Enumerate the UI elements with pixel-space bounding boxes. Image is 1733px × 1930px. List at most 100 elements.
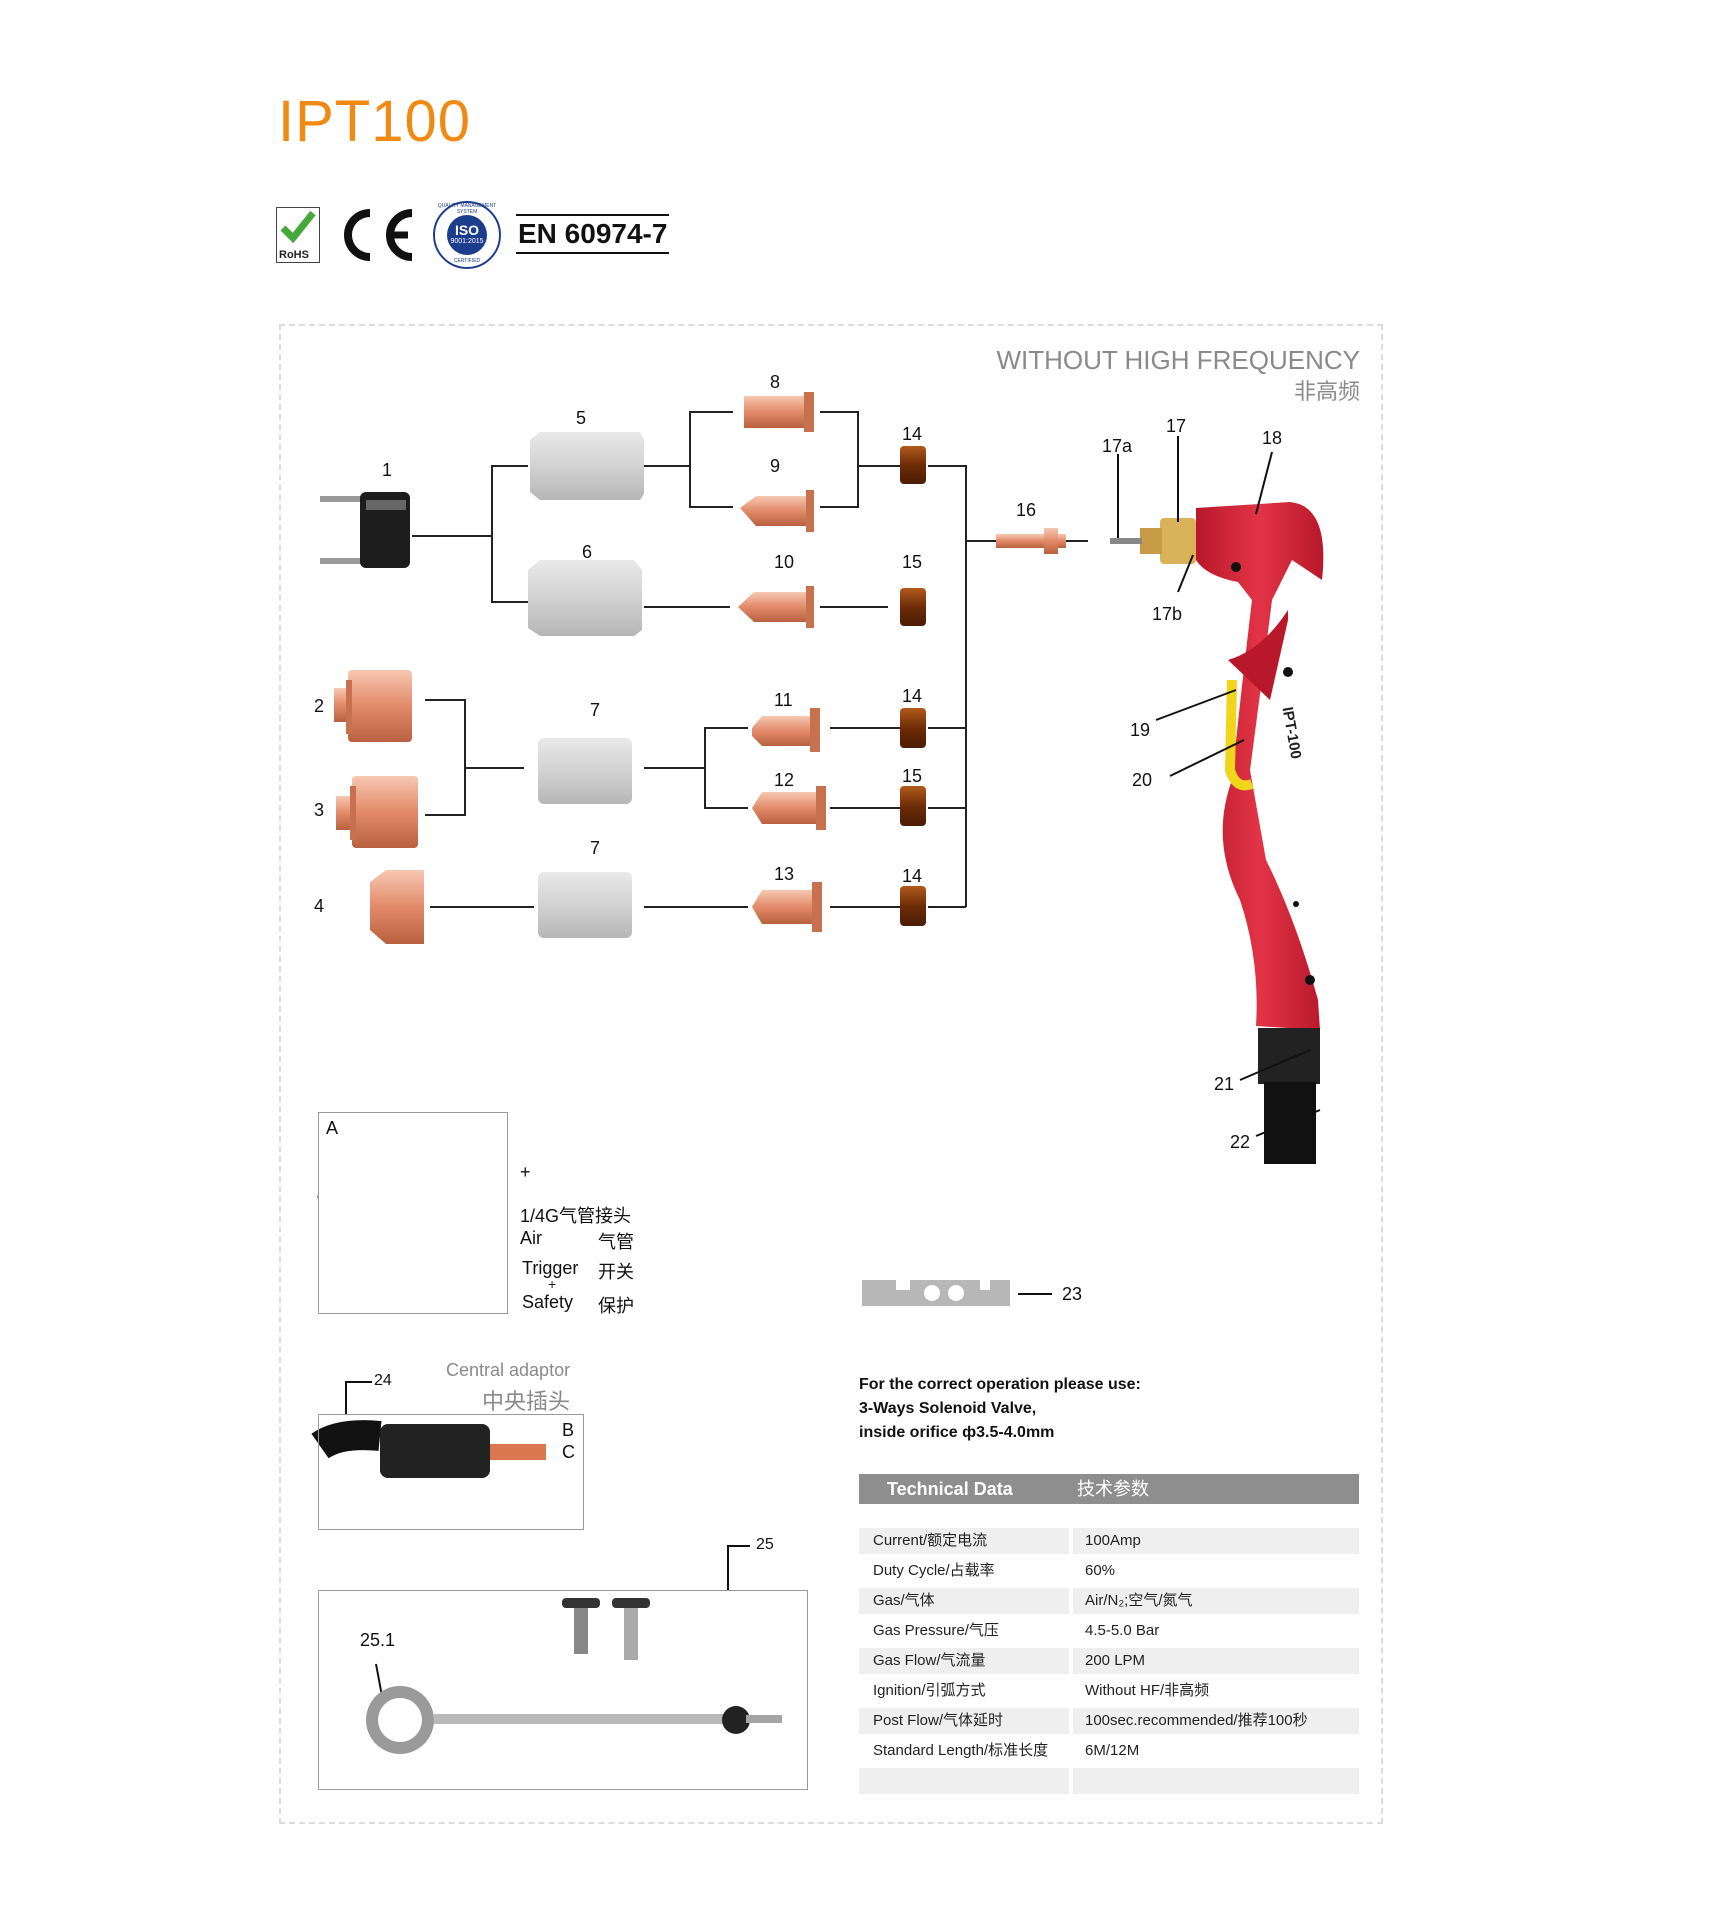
label-part-19: 19 [1130, 720, 1151, 740]
electrode-16 [996, 528, 1066, 554]
table-row: Gas/气体 Air/N₂;空气/氮气 [859, 1588, 1359, 1614]
technical-data-header: Technical Data 技术参数 [859, 1474, 1359, 1504]
row-value: 100Amp [1073, 1528, 1359, 1554]
checkmark-icon [280, 210, 316, 244]
swirl-ring-15a [900, 588, 926, 626]
iso-seal-icon [433, 201, 501, 269]
label-part-6: 6 [582, 542, 593, 562]
note-line-1: For the correct operation please use: [859, 1376, 1141, 1393]
technical-data-title-cn: 技术参数 [1077, 1479, 1149, 1499]
adaptor-c-label: C [562, 1442, 575, 1462]
label-part-22: 22 [1230, 1132, 1251, 1152]
leader-lines [345, 436, 1321, 1697]
label-part-3: 3 [314, 800, 325, 820]
iso-ring-text: QUALITY MANAGEMENT SYSTEM [437, 203, 497, 215]
label-part-13: 13 [774, 864, 795, 884]
copper-shield-2 [334, 670, 412, 742]
page-title: IPT100 [278, 89, 471, 154]
label-part-16: 16 [1016, 500, 1037, 520]
label-part-7b: 7 [590, 838, 601, 858]
plus-label: + [548, 1276, 557, 1292]
row-label: Ignition/引弧方式 [873, 1682, 986, 1699]
copper-shield-4 [370, 870, 424, 944]
circle-cutting-guide-box [318, 1590, 808, 1790]
label-part-14b: 14 [902, 686, 923, 706]
swirl-ring-14c [900, 886, 926, 926]
connector-lines [412, 411, 1148, 908]
row-value [1073, 1768, 1359, 1794]
row-label: Current/额定电流 [859, 1528, 1069, 1554]
note-line-2: 3-Ways Solenoid Valve, [859, 1400, 1037, 1417]
adaptor-label-en: Central adaptor [446, 1360, 571, 1380]
ce-mark-icon [344, 209, 413, 261]
gas-fitting-label: 1/4G气管接头 [520, 1206, 632, 1226]
note-line-3: inside orifice ф3.5-4.0mm [859, 1424, 1055, 1441]
label-part-5: 5 [576, 408, 587, 428]
row-value: 6M/12M [1085, 1742, 1140, 1759]
table-row: Current/额定电流 100Amp [859, 1528, 1359, 1554]
frequency-heading-en: WITHOUT HIGH FREQUENCY [996, 345, 1360, 375]
technical-data-title-en: Technical Data [887, 1479, 1013, 1499]
label-part-14a: 14 [902, 424, 923, 444]
row-value: 60% [1085, 1562, 1116, 1579]
row-label: Gas Flow/气流量 [859, 1648, 1069, 1674]
table-row: Post Flow/气体延时 100sec.recommended/推荐100秒 [859, 1708, 1359, 1734]
retaining-cup-7b [538, 872, 632, 938]
diagram-frame [279, 324, 1383, 1824]
label-part-15b: 15 [902, 766, 923, 786]
en-standard-text: EN 60974-7 [518, 218, 668, 249]
central-adaptor-b [311, 1420, 546, 1478]
table-row: Gas Pressure/气压 4.5-5.0 Bar [859, 1618, 1359, 1644]
safety-label-en: Safety [522, 1292, 574, 1312]
label-part-24: 24 [374, 1372, 392, 1389]
label-part-17b: 17b [1152, 604, 1183, 624]
frequency-heading-cn: 非高频 [1293, 379, 1360, 404]
rohs-text: RoHS [279, 249, 309, 261]
swirl-ring-14b [900, 708, 926, 748]
adaptor-label-cn: 中央插头 [482, 1389, 571, 1414]
tip-10 [738, 592, 808, 622]
swirl-ring-15b [900, 786, 926, 826]
row-label: Duty Cycle/占载率 [873, 1562, 995, 1579]
row-label: Gas/气体 [859, 1588, 1069, 1614]
trigger-label-cn: 开关 [598, 1262, 634, 1282]
rohs-logo: RoHS [276, 207, 320, 263]
label-part-10: 10 [774, 552, 795, 572]
swirl-ring-14a [900, 446, 926, 484]
label-part-18: 18 [1262, 428, 1283, 448]
label-part-25: 25 [756, 1536, 774, 1553]
iso-logo: ISO 9001:2015 QUALITY MANAGEMENT SYSTEM … [431, 200, 503, 270]
label-part-2: 2 [314, 696, 325, 716]
air-label-cn: 气管 [598, 1232, 634, 1252]
table-row [859, 1768, 1359, 1794]
box-a-label: A [326, 1118, 339, 1138]
label-part-21: 21 [1214, 1074, 1235, 1094]
label-part-23: 23 [1062, 1284, 1083, 1304]
torch-body [1110, 502, 1324, 1164]
ceramic-cup-6 [528, 560, 642, 636]
label-part-4: 4 [314, 896, 325, 916]
table-row: Gas Flow/气流量 200 LPM [859, 1648, 1359, 1674]
tip-11 [752, 716, 812, 746]
row-value: 100sec.recommended/推荐100秒 [1073, 1708, 1359, 1734]
label-part-17: 17 [1166, 416, 1187, 436]
row-value: Without HF/非高频 [1085, 1682, 1210, 1699]
label-part-7a: 7 [590, 700, 601, 720]
row-label: Gas Pressure/气压 [873, 1622, 999, 1639]
cable-connection-box [318, 1112, 508, 1314]
ce-logo [336, 205, 416, 265]
ceramic-cup-5 [530, 432, 644, 500]
row-value: Air/N₂;空气/氮气 [1073, 1588, 1359, 1614]
tip-8 [744, 392, 814, 432]
row-label: Post Flow/气体延时 [859, 1708, 1069, 1734]
iso-certified-text: CERTIFIED [453, 258, 481, 264]
trigger-label-en: Trigger [522, 1258, 579, 1278]
row-label: Standard Length/标准长度 [873, 1742, 1049, 1759]
label-part-15a: 15 [902, 552, 923, 572]
label-part-17a: 17a [1102, 436, 1133, 456]
label-part-12: 12 [774, 770, 795, 790]
circle-guide-25 [366, 1598, 782, 1754]
label-part-9: 9 [770, 456, 781, 476]
label-part-20: 20 [1132, 770, 1153, 790]
row-value: 200 LPM [1073, 1648, 1359, 1674]
